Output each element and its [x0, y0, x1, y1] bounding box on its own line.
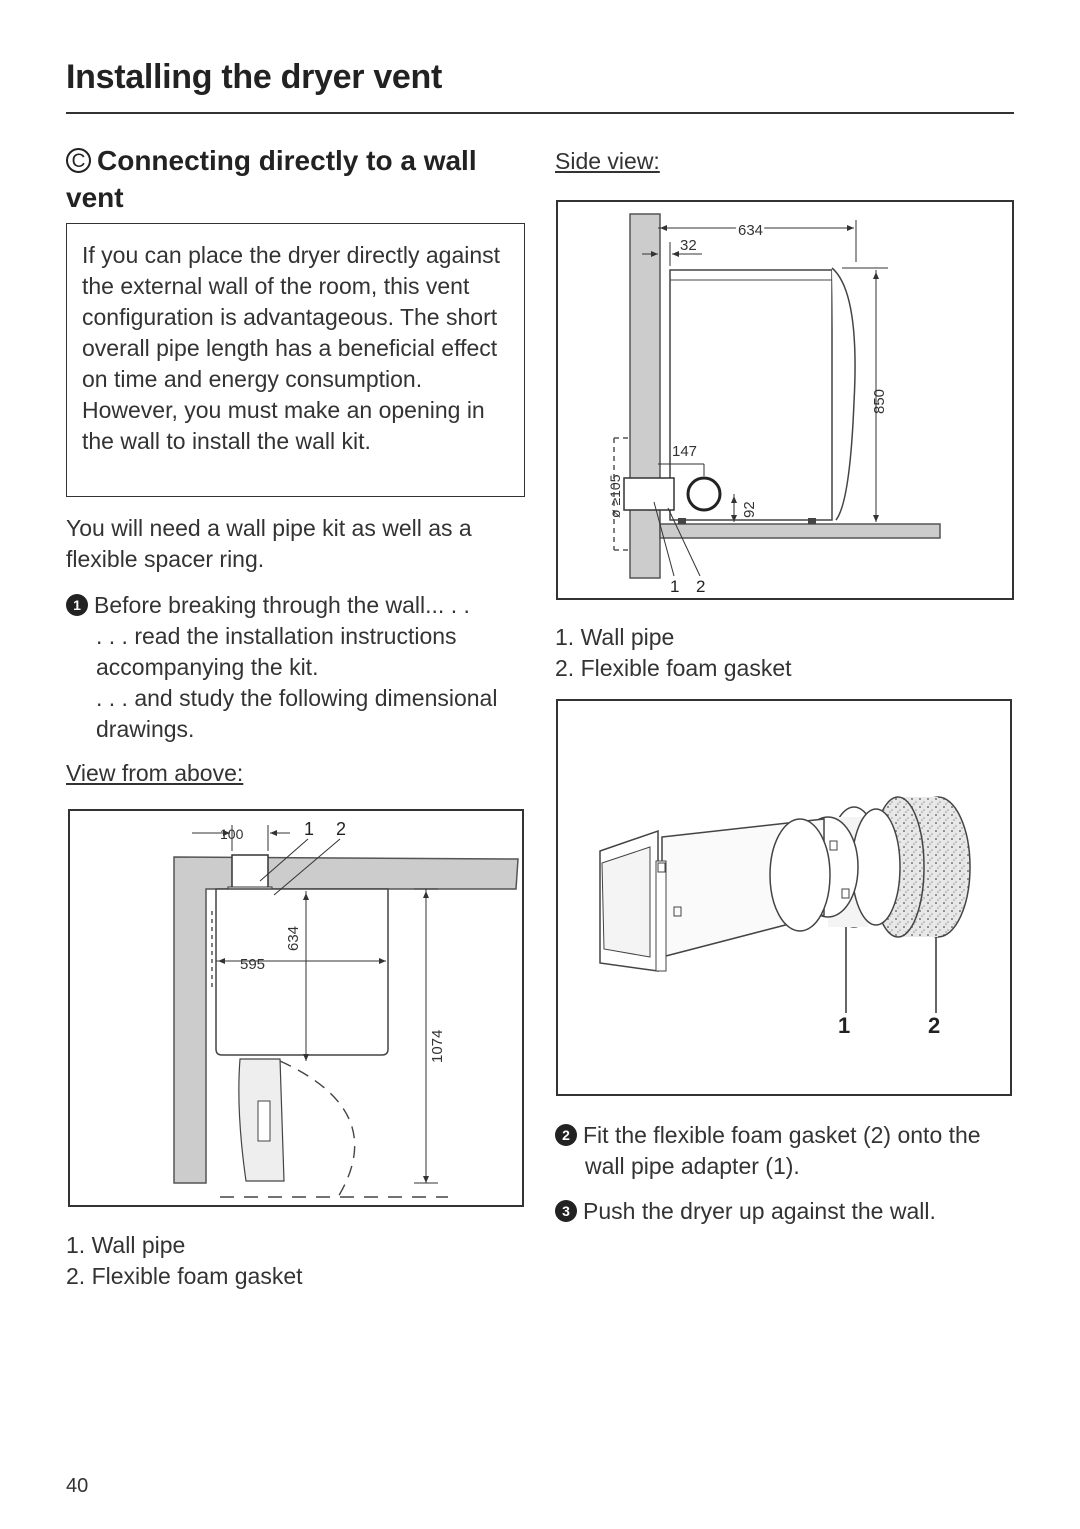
legend-item-2: 2. Flexible foam gasket	[66, 1263, 303, 1289]
dim-92: 92	[741, 501, 758, 518]
step-number-3: 3	[555, 1200, 577, 1222]
side-view-figure: 634 32 850 147 ø ≥105 92 1 2	[556, 200, 1014, 600]
dim-850: 850	[871, 389, 888, 414]
section-letter-badge: C	[66, 148, 91, 173]
dim-100: 100	[220, 826, 244, 842]
legend-item-1: 1. Wall pipe	[555, 624, 675, 650]
page-number: 40	[66, 1475, 89, 1497]
outlet-circle	[686, 476, 722, 512]
step-2: 2 Fit the flexible foam gasket (2) onto t…	[555, 1120, 1015, 1182]
section-heading-text: Connecting directly to a wall vent	[66, 145, 477, 213]
callout-1: 1	[304, 819, 314, 839]
wall-kit-figure: 1 2	[556, 699, 1012, 1096]
step-1-text: Before breaking through the wall... . .	[94, 592, 470, 618]
dryer-body-shape	[669, 269, 833, 521]
dim-147: 147	[672, 443, 697, 460]
note-text: If you can place the dryer directly agai…	[82, 242, 501, 454]
intro-paragraph: You will need a wall pipe kit as well as…	[66, 515, 472, 572]
callout-1: 1	[670, 577, 679, 596]
step-3-text: Push the dryer up against the wall.	[583, 1198, 936, 1224]
above-view-caption: View from above:	[66, 760, 244, 786]
step-number-2: 2	[555, 1124, 577, 1146]
dim-1074: 1074	[429, 1030, 446, 1063]
callout-2: 2	[928, 1013, 940, 1038]
side-view-drawing: 634 32 850 147 ø ≥105 92 1 2	[607, 213, 941, 596]
legend-item-1: 1. Wall pipe	[66, 1232, 186, 1258]
wall-shape	[173, 856, 519, 1184]
wall-kit-drawing: 1 2	[599, 796, 971, 1038]
dim-634: 634	[285, 926, 302, 951]
dim-32: 32	[680, 237, 697, 254]
dryer-body-shape	[215, 888, 389, 1056]
step-1-sub-2: . . . and study the following dimensiona…	[96, 685, 498, 742]
page-title: Installing the dryer vent	[66, 58, 443, 96]
wall-pipe-shape	[623, 477, 675, 511]
above-view-drawing: 100 595 634 1074 1 2	[173, 819, 519, 1198]
dim-105: ø ≥105	[607, 474, 623, 518]
step-3: 3 Push the dryer up against the wall.	[555, 1196, 1015, 1227]
side-view-legend: 1. Wall pipe 2. Flexible foam gasket	[555, 622, 792, 684]
title-divider	[66, 112, 1014, 114]
wall-shape	[629, 213, 661, 579]
dim-595: 595	[240, 956, 265, 973]
dryer-door-shape	[831, 267, 856, 521]
door-swing-arc	[279, 1060, 356, 1198]
floor-shape	[659, 523, 941, 539]
above-view-legend: 1. Wall pipe 2. Flexible foam gasket	[66, 1230, 303, 1292]
legend-item-2: 2. Flexible foam gasket	[555, 655, 792, 681]
callout-2: 2	[696, 577, 705, 596]
dim-634: 634	[738, 222, 763, 239]
step-1-sub-1: . . . read the installation instructions…	[96, 623, 457, 680]
above-view-figure: 100 595 634 1074 1 2	[68, 809, 524, 1207]
callout-2: 2	[336, 819, 346, 839]
step-number-1: 1	[66, 594, 88, 616]
step-2-text: Fit the flexible foam gasket (2) onto th…	[583, 1122, 981, 1179]
side-view-caption: Side view:	[555, 148, 660, 174]
step-1: 1 Before breaking through the wall... . .…	[66, 590, 536, 745]
callout-1: 1	[838, 1013, 850, 1038]
note-box: If you can place the dryer directly agai…	[66, 223, 525, 497]
